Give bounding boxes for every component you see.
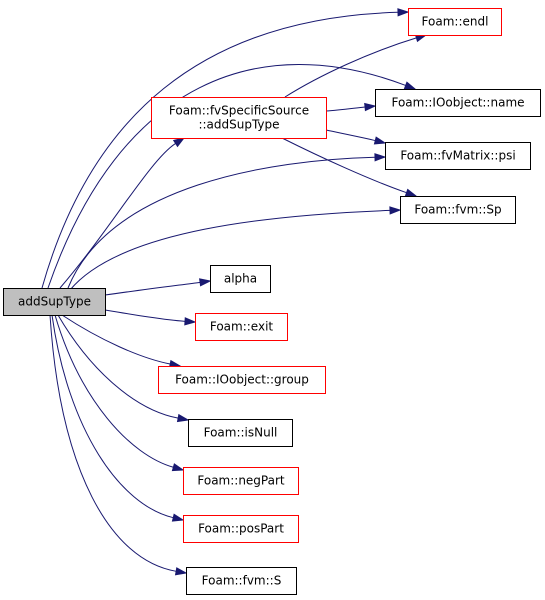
edge-arrowhead [364, 102, 377, 112]
node-addSupType: addSupType [3, 288, 106, 316]
node-fvSpecificSource[interactable]: Foam::fvSpecificSource::addSupType [151, 97, 327, 139]
edge-arrowhead [184, 317, 197, 326]
edge-line [104, 281, 201, 296]
edge-line [284, 37, 417, 98]
edge-addSupType-to-fvSpecificSource [59, 137, 186, 289]
edge-line [69, 209, 391, 291]
node-fvm_S[interactable]: Foam::fvm::S [186, 567, 297, 595]
edge-addSupType-to-fvm_S [49, 314, 188, 576]
node-label: Foam::IOobject::name [391, 96, 524, 110]
node-label: Foam::exit [210, 320, 274, 334]
node-box [400, 196, 516, 224]
edge-addSupType-to-IOobject_name [47, 64, 417, 289]
node-label: Foam::fvSpecificSource [169, 104, 309, 118]
edge-line [325, 129, 376, 142]
node-IOobject_group[interactable]: Foam::IOobject::group [158, 366, 326, 394]
node-box [158, 366, 326, 394]
node-endl[interactable]: Foam::endl [408, 8, 502, 36]
node-box [188, 419, 293, 447]
edge-arrowhead [404, 188, 418, 197]
edge-arrowhead [171, 513, 185, 522]
call-graph-edges [41, 8, 428, 576]
node-label: alpha [224, 272, 257, 286]
edge-line [281, 137, 407, 194]
edge-line [41, 11, 399, 289]
edge-line [61, 314, 171, 365]
node-box [195, 313, 288, 341]
edge-line [67, 156, 376, 289]
edge-arrowhead [172, 137, 186, 148]
edge-addSupType-to-exit [104, 309, 197, 326]
node-label: Foam::fvMatrix::psi [400, 149, 515, 163]
edge-line [59, 143, 176, 289]
node-IOobject_name[interactable]: Foam::IOobject::name [375, 89, 541, 117]
edge-addSupType-to-negPart [54, 314, 185, 472]
node-box [408, 8, 502, 36]
edge-arrowhead [403, 81, 417, 90]
edge-arrowhead [373, 136, 387, 145]
edge-line [325, 106, 366, 112]
call-graph-nodes: addSupType Foam::fvSpecificSource::addSup… [3, 8, 541, 595]
edge-fvSpecificSource-to-fvMatrix_psi [325, 129, 387, 145]
edge-line [57, 314, 179, 419]
node-label: Foam::fvm::S [202, 574, 282, 588]
edge-arrowhead [397, 8, 410, 17]
node-box [186, 567, 297, 595]
node-label: Foam::isNull [204, 426, 278, 440]
edge-arrowhead [374, 153, 387, 162]
node-negPart[interactable]: Foam::negPart [183, 467, 299, 495]
node-label: Foam::endl [422, 15, 489, 29]
node-box [183, 515, 299, 543]
node-posPart[interactable]: Foam::posPart [183, 515, 299, 543]
edge-addSupType-to-posPart [51, 314, 185, 522]
edge-addSupType-to-fvMatrix_psi [67, 153, 387, 289]
edge-arrowhead [171, 463, 185, 472]
edge-arrowhead [389, 206, 402, 215]
edge-addSupType-to-IOobject_group [61, 314, 182, 369]
edge-line [49, 314, 177, 572]
node-box [151, 97, 327, 139]
edge-arrowhead [199, 278, 212, 287]
node-label: Foam::negPart [197, 474, 285, 488]
edge-line [54, 314, 174, 468]
node-label: Foam::fvm::Sp [414, 203, 501, 217]
edge-addSupType-to-fvm_Sp [69, 206, 402, 291]
node-alpha[interactable]: alpha [210, 265, 271, 293]
edge-fvSpecificSource-to-IOobject_name [325, 102, 377, 112]
node-label: ::addSupType [198, 118, 279, 132]
node-exit[interactable]: Foam::exit [195, 313, 288, 341]
node-box [385, 142, 531, 170]
node-isNull[interactable]: Foam::isNull [188, 419, 293, 447]
edge-addSupType-to-endl [41, 8, 410, 289]
edge-line [104, 309, 186, 322]
edge-addSupType-to-alpha [104, 278, 212, 296]
node-label: addSupType [18, 295, 91, 309]
node-fvm_Sp[interactable]: Foam::fvm::Sp [400, 196, 516, 224]
edge-line [47, 64, 406, 289]
node-fvMatrix_psi[interactable]: Foam::fvMatrix::psi [385, 142, 531, 170]
edge-arrowhead [176, 413, 190, 423]
node-box [375, 89, 541, 117]
edge-arrowhead [174, 567, 188, 576]
node-box [3, 288, 106, 316]
node-box [183, 467, 299, 495]
edge-line [51, 314, 174, 519]
node-label: Foam::posPart [198, 522, 284, 536]
edge-addSupType-to-isNull [57, 314, 190, 423]
node-label: Foam::IOobject::group [175, 373, 309, 387]
node-box [210, 265, 271, 293]
